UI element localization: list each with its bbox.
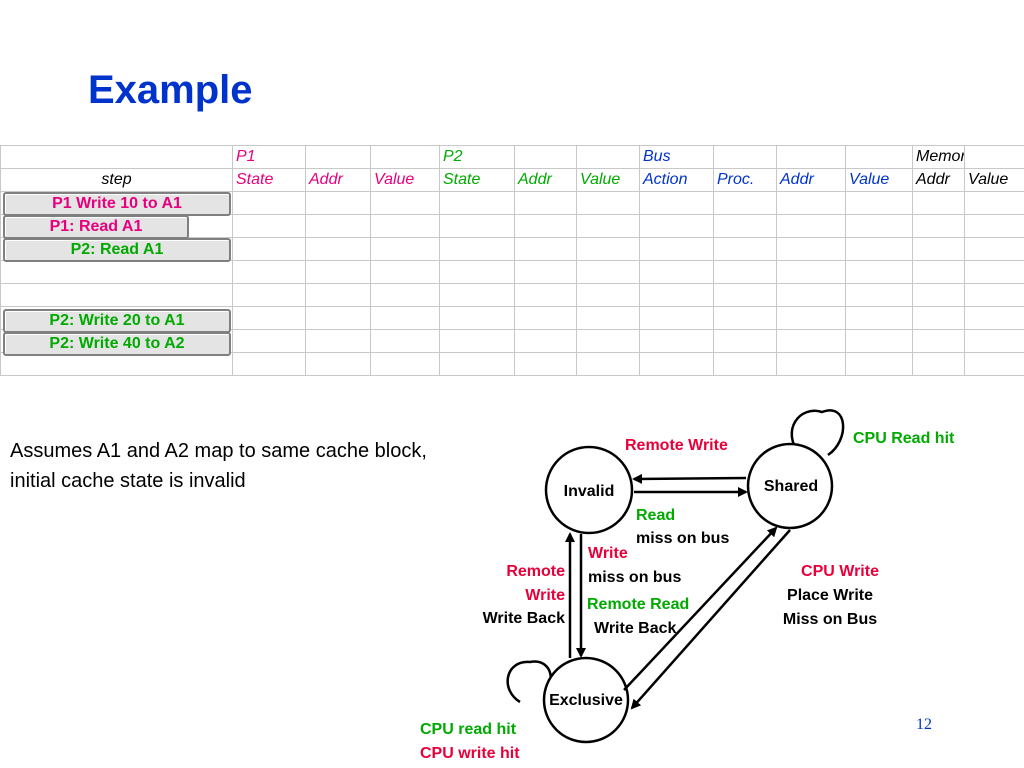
col-header-p2-addr: Addr xyxy=(514,168,577,192)
arrow-shared-to-invalid xyxy=(632,473,747,484)
step-button-p2-read[interactable]: P2: Read A1 xyxy=(3,238,231,262)
shared-self-loop xyxy=(790,409,845,457)
col-header-p1-value: Value xyxy=(370,168,440,192)
col-header-bus-addr: Addr xyxy=(776,168,846,192)
group-header-p1: P1 xyxy=(232,145,306,169)
label-write-back-right: Write Back xyxy=(594,620,677,637)
state-exclusive-label: Exclusive xyxy=(549,692,623,709)
state-invalid xyxy=(544,445,634,535)
group-header-bus: Bus xyxy=(639,145,714,169)
arrow-shared-to-exclusive xyxy=(630,529,791,710)
label-write-back-left: Write Back xyxy=(483,610,566,627)
group-header-memory: Memory xyxy=(912,145,965,169)
page-number: 12 xyxy=(916,716,932,733)
label-write-miss: Write xyxy=(588,545,628,562)
arrow-exclusive-to-shared xyxy=(623,526,778,691)
label-read-miss: Read xyxy=(636,507,675,524)
slide-title: Example xyxy=(88,68,253,112)
group-header-blank xyxy=(964,145,1024,169)
table-row xyxy=(0,352,1024,376)
label-remote-write-left-2: Write xyxy=(525,587,565,604)
label-remote-write-top: Remote Write xyxy=(625,437,728,454)
col-header-bus-proc: Proc. xyxy=(713,168,777,192)
assumption-note: Assumes A1 and A2 map to same cache bloc… xyxy=(10,436,427,496)
label-cpu-read-hit-shared: CPU Read hit xyxy=(853,430,955,447)
state-invalid-label: Invalid xyxy=(564,483,615,500)
step-button-p2-write-40[interactable]: P2: Write 40 to A2 xyxy=(3,332,231,356)
col-header-p2-state: State xyxy=(439,168,515,192)
label-place-write: Place Write xyxy=(787,587,873,604)
label-cpu-write: CPU Write xyxy=(801,563,879,580)
group-header-step xyxy=(0,145,233,169)
state-exclusive xyxy=(542,656,630,744)
label-write-miss-bus: miss on bus xyxy=(588,569,681,586)
label-miss-on-bus: Miss on Bus xyxy=(783,611,877,628)
state-shared-label: Shared xyxy=(764,478,818,495)
label-read-miss-bus: miss on bus xyxy=(636,530,729,547)
label-remote-read: Remote Read xyxy=(587,596,689,613)
label-cpu-read-hit-exclusive: CPU read hit xyxy=(420,721,517,738)
label-cpu-write-hit-exclusive: CPU write hit xyxy=(420,745,520,762)
assumption-note-line2: initial cache state is invalid xyxy=(10,470,246,492)
label-remote-write-left: Remote xyxy=(506,563,565,580)
col-header-p1-addr: Addr xyxy=(305,168,371,192)
assumption-note-line1: Assumes A1 and A2 map to same cache bloc… xyxy=(10,440,427,462)
group-header-blank xyxy=(576,145,640,169)
column-header-row: step State Addr Value State Addr Value A… xyxy=(0,168,1024,192)
state-shared xyxy=(746,442,834,530)
table-row xyxy=(0,283,1024,307)
step-button-p1-write-10[interactable]: P1 Write 10 to A1 xyxy=(3,192,231,216)
group-header-blank xyxy=(713,145,777,169)
step-button-p2-write-20[interactable]: P2: Write 20 to A1 xyxy=(3,309,231,333)
col-header-step: step xyxy=(0,168,233,192)
